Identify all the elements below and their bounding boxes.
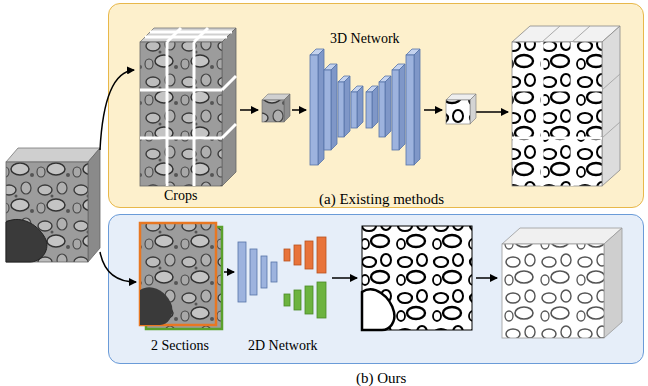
network-2d-part-part (250, 249, 257, 295)
output-stack-part-part (542, 26, 560, 42)
output-stack-part-part (572, 26, 590, 42)
part-label: 3D Network (330, 31, 400, 47)
crop-output-part (446, 100, 470, 124)
network-3d-part (385, 76, 391, 137)
crop-output-part (470, 94, 476, 124)
network-3d-part (392, 70, 399, 150)
segmentation-map-part (362, 226, 472, 330)
crops-stack-part-part (166, 42, 169, 186)
network-2d-part (284, 237, 326, 273)
segmentation-map-part (362, 289, 394, 330)
output-volume-part (502, 228, 622, 244)
segmentation-map (362, 226, 472, 330)
crops-stack (140, 28, 236, 186)
network-2d-part-part (305, 286, 313, 314)
input-volume (6, 148, 100, 262)
crops-stack-part-part (222, 76, 236, 90)
two-sections-part (140, 223, 216, 325)
network-3d (310, 49, 420, 165)
output-stack-part-part (512, 137, 602, 140)
network-3d-part (414, 49, 420, 165)
split-arrows-part (100, 70, 134, 150)
network-3d-part (324, 70, 331, 150)
part-label: Crops (164, 188, 197, 204)
output-stack (512, 26, 620, 186)
network-3d-part (310, 55, 318, 165)
network-3d-part (366, 92, 372, 128)
input-volume-part (6, 219, 47, 262)
split-arrows (100, 70, 136, 282)
crops-stack-part-part (145, 36, 227, 39)
network-2d-part (284, 282, 326, 318)
network-2d-part-part (284, 249, 290, 261)
crops-stack-part-part (140, 137, 222, 140)
crops-stack-part (140, 28, 236, 186)
network-3d-part (357, 86, 363, 128)
crops-stack-part-part (193, 42, 196, 186)
network-3d-part (338, 82, 344, 137)
output-stack-part (512, 26, 620, 42)
flow-arrows-part (240, 109, 258, 111)
crop-cube-part (262, 100, 284, 122)
network-3d-part (331, 64, 337, 150)
crops-stack-part-part (194, 28, 208, 42)
network-2d-part-part (317, 282, 326, 318)
output-volume-part (502, 244, 604, 338)
flow-arrows-part (332, 277, 357, 279)
input-volume-part (88, 148, 100, 262)
flow-arrows-part (476, 277, 497, 279)
flow-arrows-part (424, 109, 442, 111)
crop-cube (262, 94, 290, 122)
output-stack-part (512, 42, 602, 186)
part-label: 2 Sections (151, 338, 209, 354)
input-volume-part (6, 162, 88, 262)
output-stack-part (602, 26, 620, 186)
crops-stack-part-part (167, 28, 181, 42)
output-stack-part-part (602, 74, 620, 90)
panel-caption: (a) Existing methods (319, 191, 444, 208)
network-3d-part (406, 55, 414, 165)
network-3d-part (372, 86, 378, 128)
network-2d-part-part (294, 290, 301, 310)
network-3d-part (318, 49, 324, 165)
output-stack-part-part (571, 42, 574, 186)
two-sections (140, 223, 222, 329)
crops-stack-part-part (222, 124, 236, 138)
output-stack-part-part (541, 42, 544, 186)
panel-caption: (b) Ours (356, 370, 406, 386)
part-label: 2D Network (248, 338, 318, 354)
crops-stack-part-part (140, 89, 222, 92)
network-3d-part (351, 92, 357, 128)
network-2d-part-part (271, 262, 277, 282)
output-stack-part (512, 42, 602, 186)
network-2d-part-part (284, 294, 290, 306)
network-3d-part (379, 82, 385, 137)
flow-arrows-part (292, 109, 306, 111)
flow-arrows-part (476, 111, 508, 113)
crop-cube-part (284, 94, 290, 122)
two-sections-part (140, 287, 172, 325)
split-arrows-part (100, 252, 136, 282)
flow-arrows-part (224, 271, 234, 273)
network-2d-part-part (238, 242, 246, 302)
output-stack-part-part (512, 89, 602, 92)
output-volume (502, 228, 622, 338)
output-stack-part (542, 26, 620, 138)
crops-stack-part (140, 42, 222, 186)
network-2d-part-part (317, 237, 326, 273)
network-3d-part (399, 64, 405, 150)
crops-stack-part (222, 28, 236, 186)
output-volume-part (604, 228, 622, 338)
crops-stack-part-part (150, 31, 232, 34)
network-3d-part (344, 76, 350, 137)
network-2d (238, 237, 326, 318)
network-2d-part-part (305, 241, 313, 269)
network-2d-part-part (294, 245, 301, 265)
network-2d-part-part (261, 256, 267, 288)
output-stack-part-part (602, 122, 620, 138)
input-volume-part (6, 148, 100, 162)
network-2d-part (238, 242, 277, 302)
crops-stack-part (140, 28, 236, 42)
crop-output (446, 94, 476, 124)
